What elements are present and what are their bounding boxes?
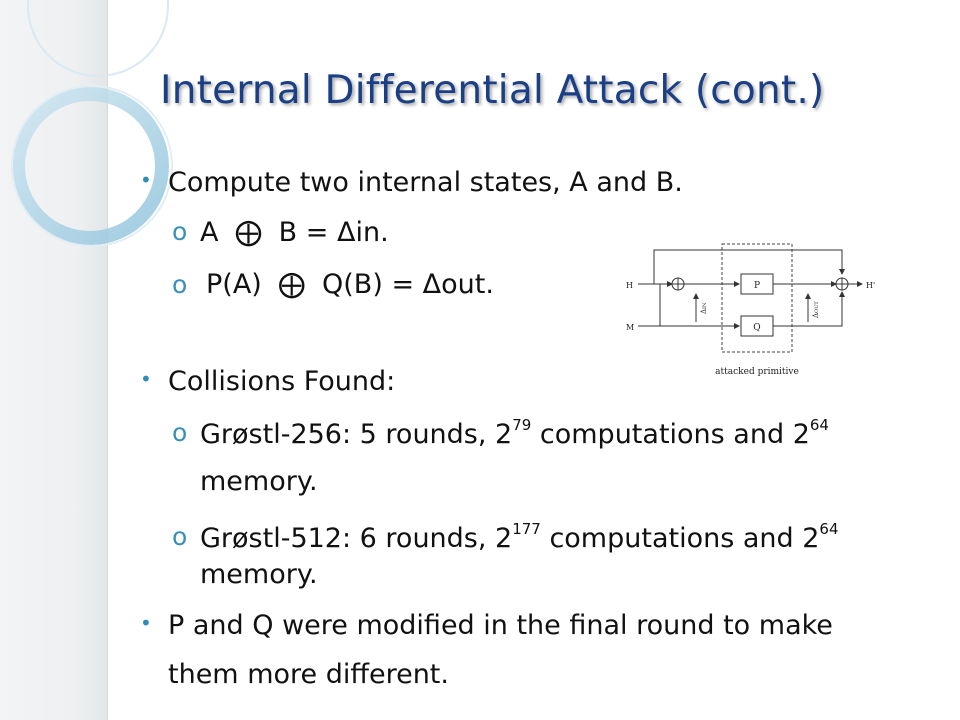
groestl-256-text: Grøstl-256: 5 rounds, 2: [200, 419, 513, 450]
slide-title: Internal Differential Attack (cont.): [160, 68, 825, 113]
delta-out-text: Q(B) = Δout.: [322, 269, 494, 300]
sub-bullet-marker: o: [172, 522, 188, 551]
sub-bullet-marker: o: [172, 418, 188, 447]
h-output-label: H': [866, 281, 875, 290]
exponent: 64: [809, 416, 829, 434]
bullet-marker: •: [140, 367, 152, 391]
exponent: 79: [512, 416, 532, 434]
groestl-512-memory: memory.: [200, 559, 318, 590]
bullet-modified: P and Q were modified in the final round…: [168, 610, 833, 641]
ring-outline: [27, 0, 169, 77]
p-of-a: P(A): [206, 269, 262, 300]
q-output-line: [773, 291, 845, 327]
groestl-512-text: Grøstl-512: 6 rounds, 2: [200, 523, 513, 554]
attack-diagram: P Q H M H' ΔIN ΔOUT attacked primitive: [626, 243, 875, 377]
delta-out-label: ΔOUT: [812, 301, 820, 318]
sub-bullet-groestl-512: Grøstl-512: 6 rounds, 2177 computations …: [200, 522, 920, 556]
h-input-label: H: [626, 281, 633, 290]
attacked-primitive-box: [721, 243, 793, 353]
p-label: P: [754, 281, 760, 291]
bullet-marker: •: [140, 611, 152, 635]
xor-operator: ⨁: [235, 217, 263, 248]
computations-text: computations and 2: [540, 523, 820, 554]
delta-in-text: B = Δin.: [278, 217, 389, 248]
bullet-modified-continued: them more different.: [168, 659, 449, 690]
sub-bullet-marker: o: [172, 270, 188, 299]
feedforward-line: [653, 249, 845, 284]
ring-thick: [11, 87, 169, 245]
bullet-compute: Compute two internal states, A and B.: [168, 167, 683, 198]
sub-bullet-marker: o: [172, 217, 188, 246]
sub-bullet-delta-out: P(A) ⨁ Q(B) = Δout.: [206, 268, 494, 302]
xor-operator: ⨁: [278, 269, 306, 300]
sub-bullet-groestl-256: Grøstl-256: 5 rounds, 279 computations a…: [200, 418, 920, 452]
diagram-caption: attacked primitive: [715, 367, 799, 377]
sub-bullet-delta-in: A ⨁ B = Δin.: [200, 216, 389, 250]
delta-in-label: ΔIN: [700, 302, 708, 314]
bullet-marker: •: [140, 168, 152, 192]
exponent: 177: [512, 520, 541, 538]
groestl-256-memory: memory.: [200, 466, 318, 497]
bullet-collisions: Collisions Found:: [168, 366, 396, 397]
computations-text: computations and 2: [531, 419, 810, 450]
q-label: Q: [753, 323, 760, 333]
decorative-side-band: [0, 0, 108, 720]
m-input-label: M: [626, 323, 634, 332]
decorative-rings: [11, 0, 173, 247]
exponent: 64: [819, 520, 839, 538]
state-a: A: [200, 217, 219, 248]
ring-thin: [11, 85, 173, 247]
